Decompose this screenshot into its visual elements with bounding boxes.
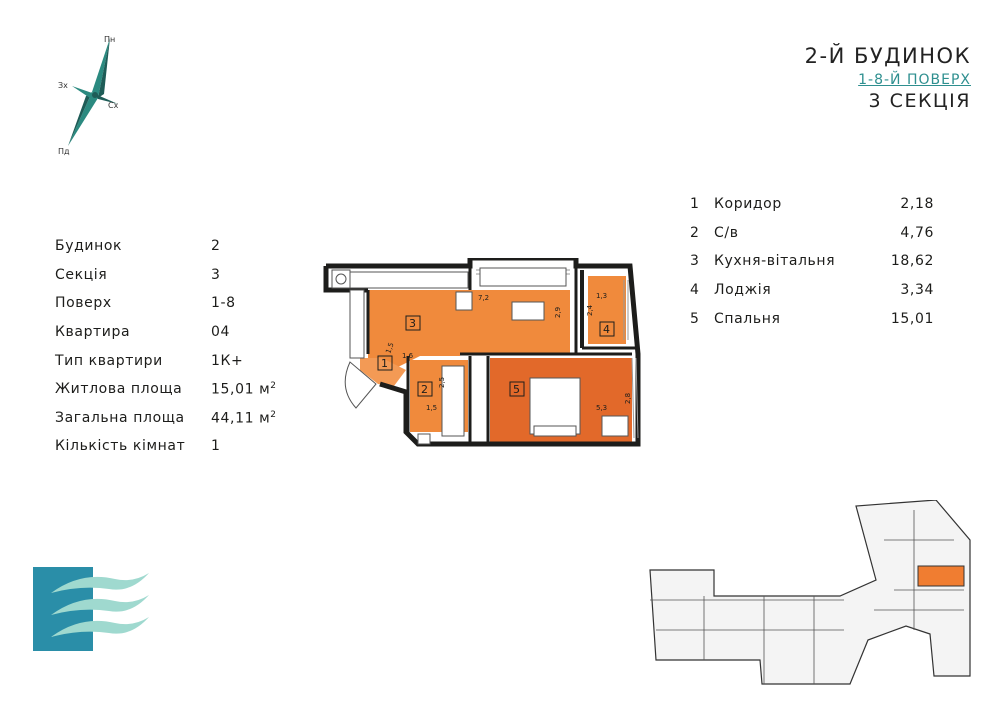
info-row: Секція 3 xyxy=(55,261,301,290)
room-row: 2 С/в 4,76 xyxy=(690,219,934,248)
info-row: Житлова площа 15,01 м2 xyxy=(55,375,301,404)
total-area-value: 44,11 м xyxy=(211,410,271,427)
room-number: 3 xyxy=(690,253,700,270)
info-row: Кількість кімнат 1 xyxy=(55,432,301,461)
dim-label: 1,5 xyxy=(426,404,437,412)
info-row: Тип квартири 1К+ xyxy=(55,346,301,375)
dimension-labels: 7,2 2,9 1,3 2,4 1,5 1,6 2,5 1,5 5,3 2,8 xyxy=(384,292,632,412)
info-value: 1 xyxy=(211,438,221,455)
info-value: 3 xyxy=(211,266,221,283)
info-row: Поверх 1-8 xyxy=(55,289,301,318)
floor-link[interactable]: 1-8-Й ПОВЕРХ xyxy=(858,72,971,88)
compass-north-label: Пн xyxy=(104,35,115,44)
info-label: Секція xyxy=(55,266,108,283)
dim-label: 5,3 xyxy=(596,404,607,412)
furniture xyxy=(331,267,629,445)
room-area: 4,76 xyxy=(900,224,934,241)
info-value: 44,11 м2 xyxy=(211,410,301,427)
dim-label: 2,5 xyxy=(438,377,446,388)
dim-label: 2,9 xyxy=(554,307,562,318)
info-label: Загальна площа xyxy=(55,409,185,426)
header: 2-Й БУДИНОК 1-8-Й ПОВЕРХ 3 СЕКЦІЯ xyxy=(805,44,971,112)
info-row: Загальна площа 44,11 м2 xyxy=(55,404,301,433)
floor-plan: 3 1 2 4 5 7,2 2,9 1,3 2,4 1,5 1,6 2,5 1,… xyxy=(323,258,641,447)
room-area: 15,01 xyxy=(890,310,934,327)
info-row: Будинок 2 xyxy=(55,232,301,261)
room-name: Кухня-вітальня xyxy=(714,253,836,270)
room-area: 18,62 xyxy=(890,253,934,270)
dim-label: 2,8 xyxy=(624,393,632,404)
room-row: 4 Лоджія 3,34 xyxy=(690,276,934,305)
dim-label: 1,3 xyxy=(596,292,607,300)
plan-room-label: 1 xyxy=(381,357,388,370)
living-area-value: 15,01 м xyxy=(211,381,271,398)
info-value: 1К+ xyxy=(211,352,244,369)
room-number-labels: 3 1 2 4 5 xyxy=(377,315,615,397)
info-label: Житлова площа xyxy=(55,381,183,398)
info-value: 15,01 м2 xyxy=(211,381,301,398)
plan-room-label: 5 xyxy=(513,383,520,396)
room-name: Лоджія xyxy=(714,282,772,299)
info-label: Будинок xyxy=(55,238,123,255)
info-value: 04 xyxy=(211,324,231,341)
section-title: 3 СЕКЦІЯ xyxy=(868,90,971,112)
compass-west-label: Зх xyxy=(58,81,68,90)
info-value: 2 xyxy=(211,238,221,255)
room-name: С/в xyxy=(714,224,739,241)
room-row: 1 Коридор 2,18 xyxy=(690,190,934,219)
dim-label: 2,4 xyxy=(586,304,594,316)
room-number: 1 xyxy=(690,196,700,213)
dim-label: 7,2 xyxy=(478,294,489,302)
info-label: Кількість кімнат xyxy=(55,438,186,455)
room-name: Коридор xyxy=(714,196,782,213)
key-plan xyxy=(649,500,971,685)
room-area: 3,34 xyxy=(900,282,934,299)
room-area: 2,18 xyxy=(900,196,934,213)
unit-exponent: 2 xyxy=(270,409,277,420)
room-number: 4 xyxy=(690,282,700,299)
room-number: 5 xyxy=(690,310,700,327)
info-row: Квартира 04 xyxy=(55,318,301,347)
room-1-corridor[interactable] xyxy=(360,358,406,386)
dim-label: 1,5 xyxy=(384,341,395,354)
unit-exponent: 2 xyxy=(270,380,277,391)
room-name: Спальня xyxy=(714,310,781,327)
plan-room-label: 3 xyxy=(409,317,416,330)
info-label: Поверх xyxy=(55,295,112,312)
key-plan-highlighted-apartment[interactable] xyxy=(917,565,965,587)
compass-east-label: Сх xyxy=(108,101,119,110)
room-row: 3 Кухня-вітальня 18,62 xyxy=(690,247,934,276)
room-number: 2 xyxy=(690,224,700,241)
info-value: 1-8 xyxy=(211,295,236,312)
building-title: 2-Й БУДИНОК xyxy=(804,44,971,68)
waves-logo-icon xyxy=(33,567,149,651)
room-4-loggia[interactable] xyxy=(588,276,626,344)
room-row: 5 Спальня 15,01 xyxy=(690,304,934,333)
plan-room-label: 2 xyxy=(421,383,428,396)
dim-label: 1,6 xyxy=(402,352,414,360)
plan-room-label: 4 xyxy=(603,323,610,336)
compass-south-label: Пд xyxy=(58,147,70,156)
info-label: Тип квартири xyxy=(55,352,163,369)
room-list: 1 Коридор 2,18 2 С/в 4,76 3 Кухня-вітальня 18,… xyxy=(690,190,934,333)
compass-rose-icon: Пн Зх Сх Пд xyxy=(58,35,119,156)
info-label: Квартира xyxy=(55,324,131,341)
apartment-info: Будинок 2 Секція 3 Поверх 1-8 Квартира 04 Ти… xyxy=(55,232,301,461)
